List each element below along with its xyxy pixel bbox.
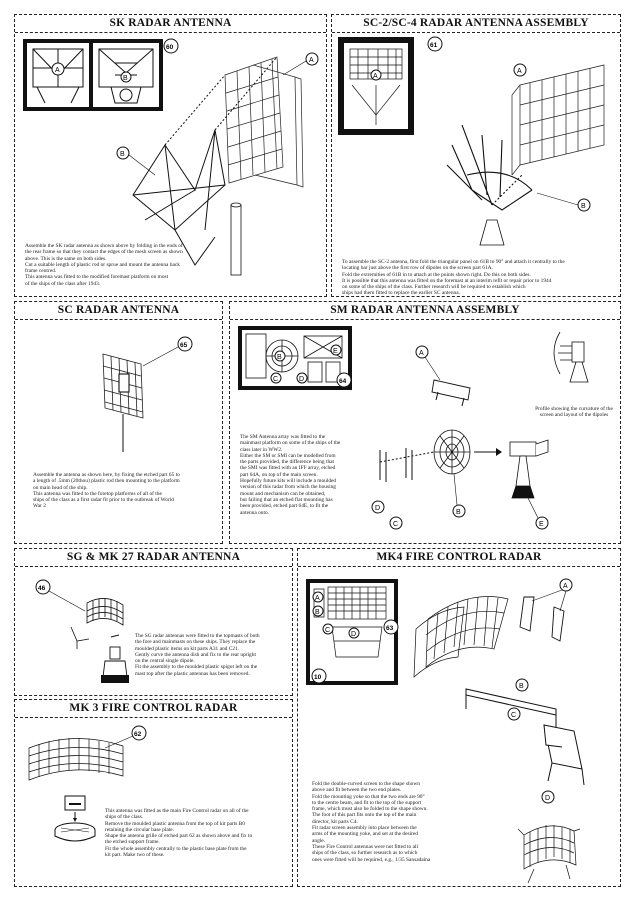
mk3-radar-diagram: 62 [28,725,147,842]
panel-sk-radar: SK RADAR ANTENNA A B 60 A [14,14,327,297]
sk-callout-b: B [120,151,125,158]
sc-instructions: Assemble the antenna as shown here, by f… [33,472,180,510]
panel-title: SC RADAR ANTENNA [15,302,222,320]
sk-radar-diagram: A B 60 A B [23,38,319,276]
sm-fret-callout-b: B [277,354,282,361]
sc-part-number: 65 [180,342,188,349]
sm-callout-a: A [419,350,424,357]
sm-fret-callout-e: E [333,348,338,355]
sk-part-number: 60 [166,44,174,51]
mk4-fret-callout-b: B [315,609,320,616]
sm-callout-b: B [456,509,461,516]
mk4-radar-diagram: A B C D 63 10 A B C [306,578,585,884]
mk4-part-number-2: 10 [314,674,322,681]
sm-callout-c: C [393,521,398,528]
sg-part-number: 46 [38,585,46,592]
sm-callout-e: E [539,521,544,528]
sm-part-number: 64 [339,378,347,385]
sk-fret-callout-b: B [123,75,128,82]
sm-fret-callout-c: C [273,376,278,383]
sc2-fret-callout-a: A [373,73,378,80]
sm-fret-callout-d: D [299,376,304,383]
sk-instructions: Assemble the SK radar antenna as shown a… [25,243,183,287]
mk4-instructions: Fold the double-curved screen to the sha… [312,781,431,863]
sc2-part-number: 61 [430,42,438,49]
panel-title: SM RADAR ANTENNA ASSEMBLY [230,302,620,320]
sc-radar-diagram: 65 [102,336,193,452]
mk3-part-number: 62 [134,731,142,738]
sg-instructions: The SG radar antennas were fitted to the… [135,633,260,677]
mk4-callout-d: D [545,795,550,802]
mk4-fret-callout-c: C [325,627,330,634]
sg-radar-diagram: 46 [35,579,129,683]
mk4-fret-callout-d: D [351,631,356,638]
sc2-instructions: To assemble the SC-2 antenna, first fold… [342,259,565,297]
panel-mk3-radar: MK 3 FIRE CONTROL RADAR 62 This antenna … [14,699,293,887]
panel-title: MK 3 FIRE CONTROL RADAR [15,700,292,718]
mk4-callout-c: C [511,712,516,719]
sm-radar-diagram: B C E D 64 A B D C [238,326,589,530]
mk4-callout-a: A [563,583,568,590]
panel-title: SG & MK 27 RADAR ANTENNA [15,549,292,567]
mk3-instructions: This antenna was fitted as the main Fire… [105,808,253,859]
sc2-callout-b: B [581,203,586,210]
panel-title: MK4 FIRE CONTROL RADAR [298,549,620,567]
sc2-radar-diagram: A 61 A B [338,36,605,246]
panel-mk4-radar: MK4 FIRE CONTROL RADAR A B C D 63 10 [297,548,621,887]
mk4-part-number: 63 [386,625,394,632]
panel-sc-radar: SC RADAR ANTENNA 65 Assemble the antenna… [14,301,223,544]
sk-callout-a: A [309,57,314,64]
mk4-callout-b: B [519,683,524,690]
panel-sg-radar: SG & MK 27 RADAR ANTENNA 46 The SG radar… [14,548,293,696]
sk-fret-callout-a: A [55,67,60,74]
panel-title: SC-2/SC-4 RADAR ANTENNA ASSEMBLY [332,15,620,33]
panel-sm-radar: SM RADAR ANTENNA ASSEMBLY B C E D 64 A [229,301,621,544]
panel-title: SK RADAR ANTENNA [15,15,326,33]
panel-sc2-radar: SC-2/SC-4 RADAR ANTENNA ASSEMBLY A 61 A [331,14,621,297]
sc2-callout-a: A [517,68,522,75]
sm-callout-d: D [375,505,380,512]
mk4-fret-callout-a: A [315,595,320,602]
